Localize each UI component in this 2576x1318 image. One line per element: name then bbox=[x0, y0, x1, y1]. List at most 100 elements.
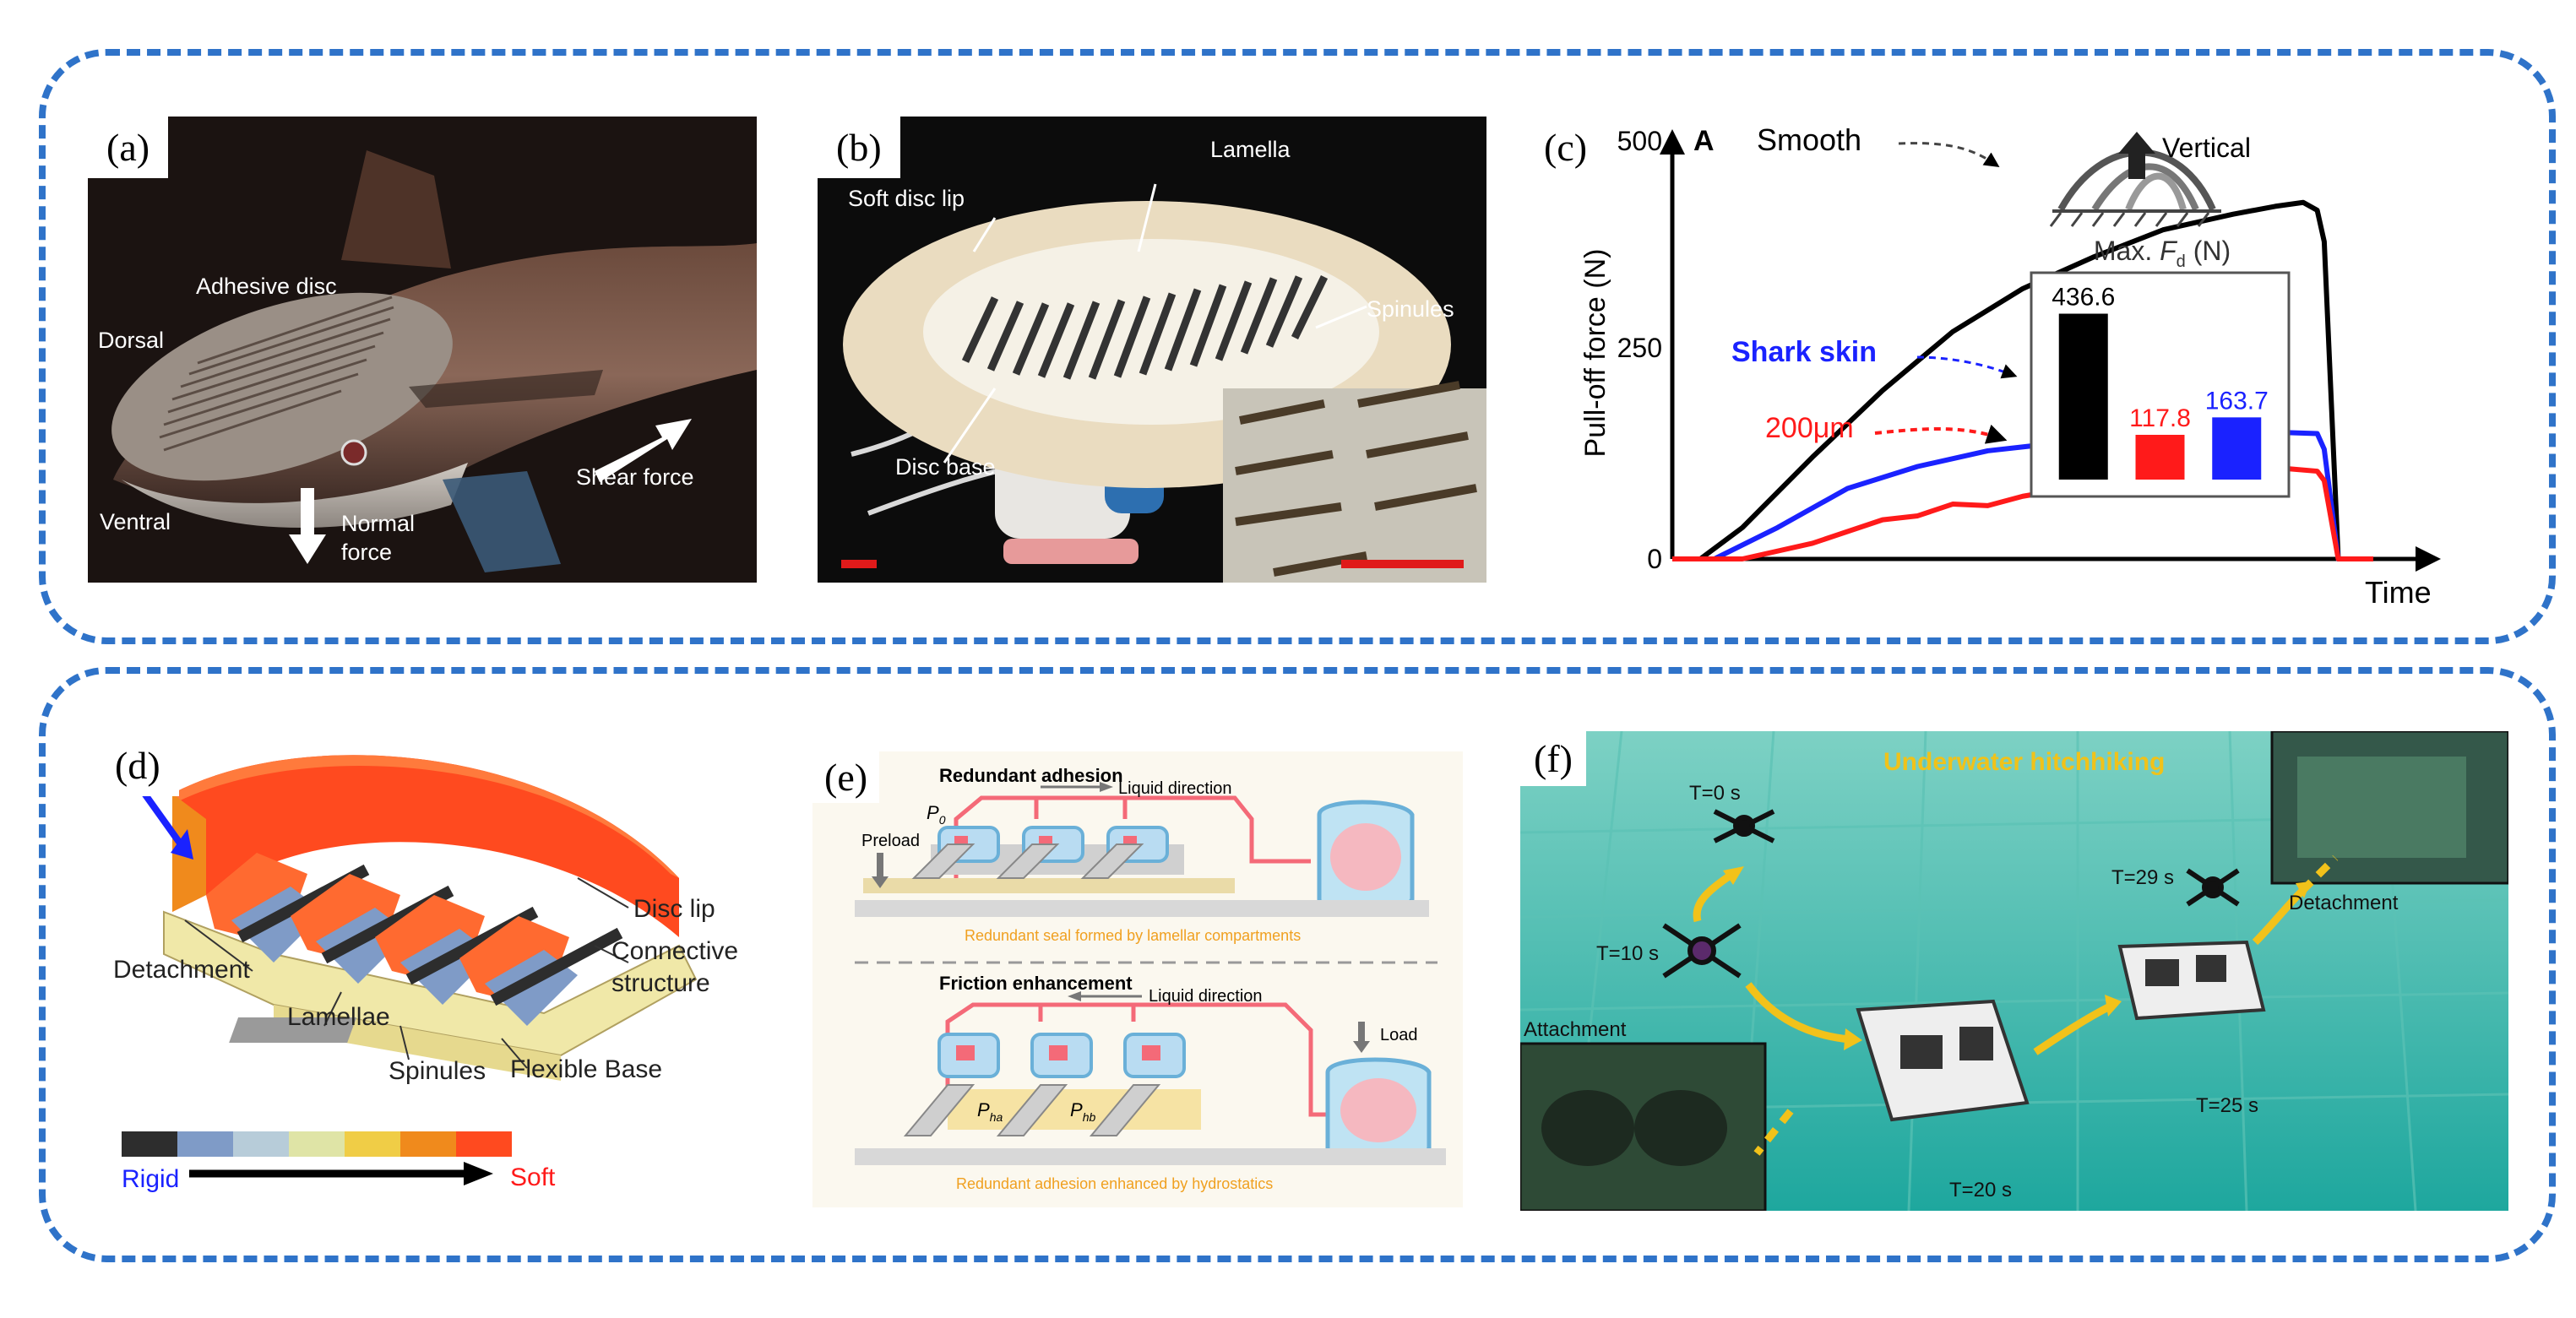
panel-a-label: (a) bbox=[88, 117, 169, 178]
ventral-label: Ventral bbox=[100, 509, 171, 534]
vertical-arrow-icon bbox=[2118, 132, 2155, 179]
preload-label: Preload bbox=[861, 832, 920, 850]
spinules-label-d: Spinules bbox=[389, 1057, 486, 1085]
adhesion-caption: Redundant adhesion enhanced by hydrostat… bbox=[956, 1175, 1273, 1192]
top-row-frame bbox=[39, 49, 2556, 644]
t25-label: T=25 s bbox=[2196, 1094, 2259, 1117]
pull-off-force-chart: 500 250 0 A Pull-off force (N) Time Smoo… bbox=[1579, 122, 2441, 610]
p-ha-label: Pha bbox=[977, 1099, 1003, 1124]
scale-swatch-5 bbox=[400, 1131, 456, 1157]
series-label-shark-skin: Shark skin bbox=[1731, 336, 1877, 368]
stiffness-color-scale bbox=[122, 1131, 512, 1157]
series-label-200um: 200μm bbox=[1765, 412, 1854, 444]
scale-swatch-1 bbox=[177, 1131, 233, 1157]
drone-t0 bbox=[1713, 809, 1775, 843]
inset-title: Max. Fd (N) bbox=[2094, 236, 2231, 271]
mechanism-schematic: Redundant adhesion Liquid direction Prel… bbox=[855, 765, 1446, 1192]
drone-t29 bbox=[2186, 868, 2240, 907]
inset-bar-value-0: 436.6 bbox=[2052, 284, 2115, 312]
t0-label: T=0 s bbox=[1689, 782, 1741, 805]
hydro-region bbox=[948, 1089, 1201, 1130]
series-line-0 bbox=[1672, 199, 2373, 561]
t29-label: T=29 s bbox=[2111, 866, 2175, 889]
flexible-base-label: Flexible Base bbox=[510, 1055, 663, 1083]
y-tick-0: 0 bbox=[1647, 544, 1662, 574]
panel-a: (a) Adhesive disc Dorsal Ventral Normal … bbox=[88, 117, 757, 583]
disc-lip-label: Disc lip bbox=[633, 895, 715, 923]
pool-photo bbox=[1520, 731, 2508, 1211]
disc-lip-shape bbox=[172, 755, 679, 937]
disc-base-label: Disc base bbox=[895, 454, 996, 480]
spinules-inset bbox=[1223, 388, 1486, 583]
underwater-hitchhiking-title: Underwater hitchhiking bbox=[1883, 748, 2166, 776]
disc-base-plate bbox=[923, 239, 1379, 425]
scale-swatch-0 bbox=[122, 1131, 177, 1157]
scale-bar-inset bbox=[1341, 560, 1464, 568]
shear-force-label: Shear force bbox=[576, 464, 694, 490]
p0-label: P0 bbox=[927, 802, 946, 827]
vertical-pull-schematic bbox=[2049, 132, 2221, 227]
soft-disc-lip-label: Soft disc lip bbox=[848, 186, 965, 211]
lamellae-label: Lamellae bbox=[287, 1003, 390, 1031]
panel-e: Redundant adhesion Liquid direction Prel… bbox=[812, 751, 1463, 1207]
trajectory-arrows bbox=[1693, 854, 2339, 1156]
connective-structure-label: Connective structure bbox=[611, 937, 739, 997]
vertical-label: Vertical bbox=[2162, 133, 2251, 163]
inset-bar-1 bbox=[2135, 434, 2185, 480]
normal-force-arrow bbox=[289, 488, 326, 564]
p-hb-label: Phb bbox=[1070, 1099, 1095, 1124]
normal-force-label: Normal force bbox=[341, 511, 416, 565]
scale-swatch-4 bbox=[345, 1131, 400, 1157]
dorsal-label: Dorsal bbox=[98, 328, 165, 353]
lamellae-slots bbox=[961, 275, 1329, 380]
lamella-label: Lamella bbox=[1210, 137, 1291, 162]
detachment-label: Detachment bbox=[113, 956, 250, 984]
disc-prototype-photo bbox=[818, 117, 1486, 583]
panel-d: (d) Disc lip Connective structure Detach… bbox=[88, 735, 747, 1207]
y-tick-500: 500 bbox=[1617, 126, 1662, 156]
panel-f: (f) Underwater hitchhiking T=0 s T=10 s … bbox=[1520, 731, 2508, 1211]
liquid-line-bottom bbox=[945, 1002, 1336, 1117]
spinule-rows bbox=[1235, 381, 1477, 577]
scale-swatch-6 bbox=[456, 1131, 512, 1157]
disc-structure-schematic bbox=[122, 755, 698, 1185]
disc-lamellae-lines bbox=[159, 296, 394, 452]
rigid-label: Rigid bbox=[122, 1165, 180, 1193]
rov-t25 bbox=[2117, 940, 2266, 1021]
series-label-smooth: Smooth bbox=[1757, 122, 1861, 157]
y-tick-250: 250 bbox=[1617, 333, 1662, 363]
scale-swatch-2 bbox=[233, 1131, 289, 1157]
x-axis-label: Time bbox=[2365, 575, 2432, 610]
rov-t20 bbox=[1856, 999, 2030, 1122]
panel-c: (c) 500 250 0 A Pull-off force (N) Time … bbox=[1520, 117, 2449, 623]
y-axis-label: Pull-off force (N) bbox=[1579, 249, 1611, 458]
panel-b: (b) Lamella Soft disc lip Spinules Disc … bbox=[818, 117, 1486, 583]
scale-bar-main bbox=[841, 560, 877, 568]
inset-bar-0 bbox=[2058, 313, 2108, 480]
t10-label: T=10 s bbox=[1596, 942, 1660, 965]
inset-bar-value-2: 163.7 bbox=[2205, 387, 2269, 415]
liquid-direction-top: Liquid direction bbox=[1118, 779, 1232, 798]
attachment-label: Attachment bbox=[1524, 1018, 1627, 1041]
inset-bar-2 bbox=[2212, 417, 2262, 480]
liquid-direction-bottom: Liquid direction bbox=[1149, 987, 1263, 1006]
detachment-label-f: Detachment bbox=[2289, 892, 2399, 914]
drone-t10 bbox=[1662, 923, 1742, 979]
seal-caption: Redundant seal formed by lamellar compar… bbox=[965, 927, 1301, 944]
lamellae-units bbox=[206, 853, 623, 1026]
liquid-line-top bbox=[954, 795, 1311, 887]
friction-enhancement-title: Friction enhancement bbox=[939, 973, 1133, 994]
panel-f-label: (f) bbox=[1520, 731, 1586, 786]
scale-swatch-3 bbox=[289, 1131, 345, 1157]
bottom-row-frame bbox=[39, 667, 2556, 1262]
remora-photo bbox=[88, 117, 757, 583]
panel-b-label: (b) bbox=[818, 117, 900, 178]
soft-label: Soft bbox=[510, 1163, 556, 1191]
panel-e-label: (e) bbox=[812, 751, 880, 803]
load-label: Load bbox=[1380, 1026, 1418, 1044]
redundant-adhesion-title: Redundant adhesion bbox=[939, 765, 1123, 786]
shear-force-arrow bbox=[595, 419, 692, 482]
fish-eye bbox=[340, 439, 367, 466]
t20-label: T=20 s bbox=[1949, 1179, 2013, 1201]
